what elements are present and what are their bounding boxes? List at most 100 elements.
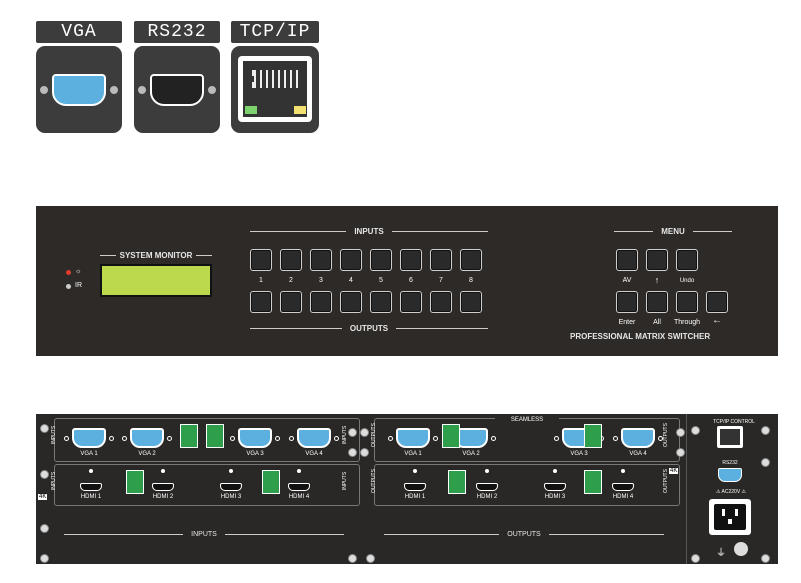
inputs-side-label: INPUTS: [51, 471, 58, 491]
in-hdmi-3-port[interactable]: [220, 483, 242, 491]
in-vga-3-port[interactable]: [238, 428, 272, 448]
in-vga-2-label: VGA 2: [138, 451, 156, 457]
out-hdmi-4-port[interactable]: [612, 483, 634, 491]
button-number-label: 7: [439, 277, 443, 284]
in-hdmi-1-port[interactable]: [80, 483, 102, 491]
audio-terminal-block[interactable]: [448, 470, 466, 494]
vga-port-tile: [36, 46, 122, 133]
output-button-6[interactable]: [400, 291, 422, 313]
audio-terminal-block[interactable]: [126, 470, 144, 494]
input-button-8[interactable]: [460, 249, 482, 271]
screw-icon: [110, 86, 118, 94]
rear-inputs-label: INPUTS: [191, 531, 217, 538]
screw-icon: [676, 428, 685, 437]
screw-icon: [275, 436, 280, 441]
audio-terminal-block[interactable]: [206, 424, 224, 448]
rs232-port-icon[interactable]: [718, 468, 742, 482]
output-button-2[interactable]: [280, 291, 302, 313]
control-section: [686, 414, 778, 564]
indicator-dot: [413, 469, 417, 473]
outputs-side-label: OUTPUTS: [662, 423, 669, 447]
input-button-3[interactable]: [310, 249, 332, 271]
in-hdmi-2-label: HDMI 2: [152, 494, 174, 500]
lcd-display: [100, 264, 212, 297]
input-button-2[interactable]: [280, 249, 302, 271]
indicator-dot: [621, 469, 625, 473]
screw-icon: [40, 554, 49, 563]
screw-icon: [64, 436, 69, 441]
in-vga-2-port[interactable]: [130, 428, 164, 448]
output-button-3[interactable]: [310, 291, 332, 313]
ir-led: [66, 284, 71, 289]
serial-connector-icon: [150, 74, 204, 106]
screw-icon: [360, 448, 369, 457]
seamless-label: SEAMLESS: [495, 417, 559, 423]
screw-icon: [360, 428, 369, 437]
output-button-4[interactable]: [340, 291, 362, 313]
out-hdmi-1-port[interactable]: [404, 483, 426, 491]
in-vga-4-port[interactable]: [297, 428, 331, 448]
output-button-8[interactable]: [460, 291, 482, 313]
input-hdmi-card: [54, 464, 360, 506]
outputs-side-label: OUTPUTS: [370, 423, 377, 447]
input-button-6[interactable]: [400, 249, 422, 271]
rear-inputs-heading: INPUTS: [64, 531, 345, 538]
tcpip-port-tile: [231, 46, 319, 133]
audio-terminal-block[interactable]: [584, 424, 602, 448]
screw-icon: [691, 554, 700, 563]
audio-terminal-block[interactable]: [442, 424, 460, 448]
ethernet-jack-icon: [238, 56, 312, 122]
undo-button[interactable]: [676, 249, 698, 271]
button-number-label: 6: [409, 277, 413, 284]
enter-label: Enter: [618, 319, 636, 326]
arrow-left-icon: ←: [712, 315, 722, 326]
out-hdmi-2-label: HDMI 2: [476, 494, 498, 500]
input-button-7[interactable]: [430, 249, 452, 271]
ac-voltage-text: AC220V: [721, 489, 741, 495]
audio-terminal-block[interactable]: [584, 470, 602, 494]
in-hdmi-4-port[interactable]: [288, 483, 310, 491]
power-inlet-icon[interactable]: [709, 499, 751, 535]
screw-icon: [348, 554, 357, 563]
output-button-1[interactable]: [250, 291, 272, 313]
in-hdmi-3-label: HDMI 3: [220, 494, 242, 500]
in-hdmi-2-port[interactable]: [152, 483, 174, 491]
out-vga-1-port[interactable]: [396, 428, 430, 448]
4k-badge: 4K: [38, 494, 48, 500]
output-hdmi-card: [374, 464, 680, 506]
output-button-5[interactable]: [370, 291, 392, 313]
system-monitor-heading: SYSTEM MONITOR: [100, 251, 212, 260]
out-hdmi-2-port[interactable]: [476, 483, 498, 491]
enter-button[interactable]: [616, 291, 638, 313]
back-button[interactable]: [706, 291, 728, 313]
screw-icon: [138, 86, 146, 94]
input-button-4[interactable]: [340, 249, 362, 271]
output-button-7[interactable]: [430, 291, 452, 313]
screw-icon: [40, 470, 49, 479]
screw-icon: [433, 436, 438, 441]
in-vga-1-port[interactable]: [72, 428, 106, 448]
screw-icon: [554, 436, 559, 441]
av-button[interactable]: [616, 249, 638, 271]
ground-screw-icon: [734, 542, 748, 556]
input-button-1[interactable]: [250, 249, 272, 271]
screw-icon: [122, 436, 127, 441]
ethernet-port-icon[interactable]: [717, 426, 743, 448]
input-button-5[interactable]: [370, 249, 392, 271]
audio-terminal-block[interactable]: [262, 470, 280, 494]
screw-icon: [676, 448, 685, 457]
rs232-port-tile: [134, 46, 220, 133]
audio-terminal-block[interactable]: [180, 424, 198, 448]
out-hdmi-3-port[interactable]: [544, 483, 566, 491]
all-button[interactable]: [646, 291, 668, 313]
power-rating-label: ⚠ AC220V ⚠: [715, 489, 747, 495]
screw-icon: [761, 458, 770, 467]
all-label: All: [653, 319, 661, 326]
inputs-label: INPUTS: [354, 227, 384, 236]
out-vga-4-port[interactable]: [621, 428, 655, 448]
inputs-side-label: INPUTS: [51, 425, 58, 445]
screw-icon: [613, 436, 618, 441]
arrow-button[interactable]: [646, 249, 668, 271]
screw-icon: [230, 436, 235, 441]
through-button[interactable]: [676, 291, 698, 313]
